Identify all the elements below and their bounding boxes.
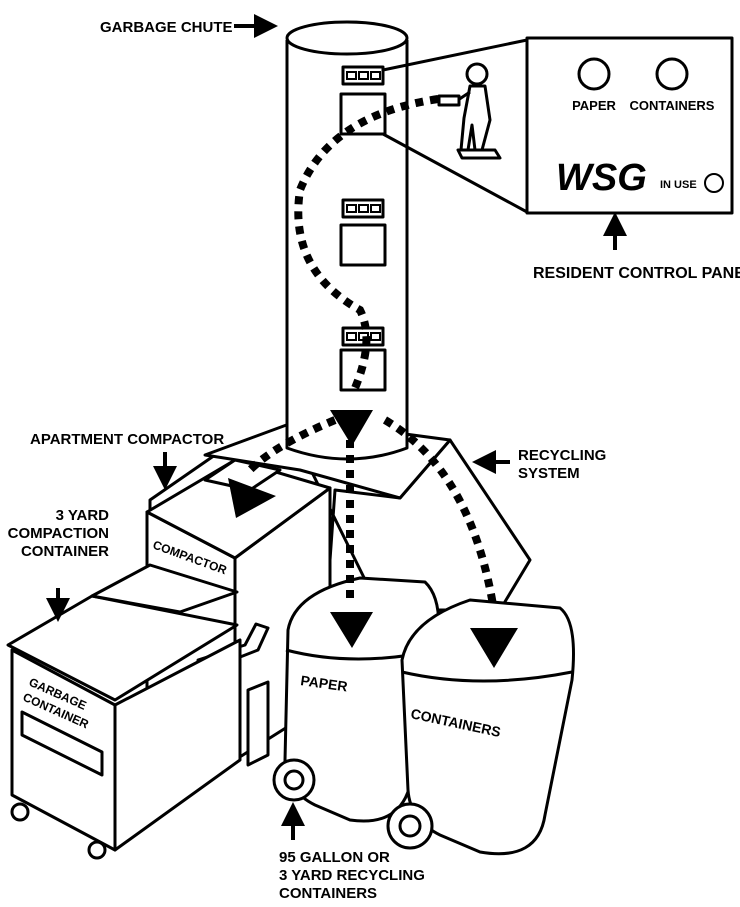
recycling-containers-label-3: CONTAINERS [279, 885, 377, 902]
flow-arrow-chute [330, 410, 373, 446]
recycling-system-label-1: RECYCLING [518, 447, 606, 464]
containers-button-icon[interactable] [655, 57, 689, 91]
panel-containers-label: CONTAINERS [630, 98, 715, 113]
apartment-compactor-label: APARTMENT COMPACTOR [30, 431, 224, 448]
recycling-containers-label-2: 3 YARD RECYCLING [279, 867, 425, 884]
recycling-system-label-2: SYSTEM [518, 465, 580, 482]
garbage-wheel-left-icon [10, 802, 30, 822]
in-use-light-icon [704, 173, 724, 193]
yard-container-label-3: CONTAINER [21, 543, 109, 560]
flow-arrow-paper [330, 612, 373, 648]
panel-paper-label: PAPER [572, 98, 616, 113]
chute-top [285, 20, 409, 56]
resident-control-panel [525, 36, 734, 215]
flow-arrow-compactor [228, 478, 276, 518]
recycling-containers-label-1: 95 GALLON OR [279, 849, 390, 866]
paper-bin-text: PAPER [300, 672, 349, 694]
garbage-chute-label: GARBAGE CHUTE [100, 19, 233, 36]
control-panel-zoom-lines [382, 38, 528, 214]
yard-container-label-2: COMPACTION [8, 525, 109, 542]
panel-in-use-label: IN USE [660, 179, 697, 191]
garbage-container-side [113, 638, 242, 852]
garbage-wheel-right-icon [87, 840, 107, 860]
flow-path-compactor [247, 416, 337, 473]
wsg-logo: WSG [556, 157, 647, 199]
resident-figure-icon [437, 62, 502, 160]
paper-button-icon[interactable] [577, 57, 611, 91]
yard-container-label-1: 3 YARD [56, 507, 110, 524]
resident-control-panel-label: RESIDENT CONTROL PANEL [533, 265, 740, 282]
flow-arrow-containers [470, 628, 518, 668]
